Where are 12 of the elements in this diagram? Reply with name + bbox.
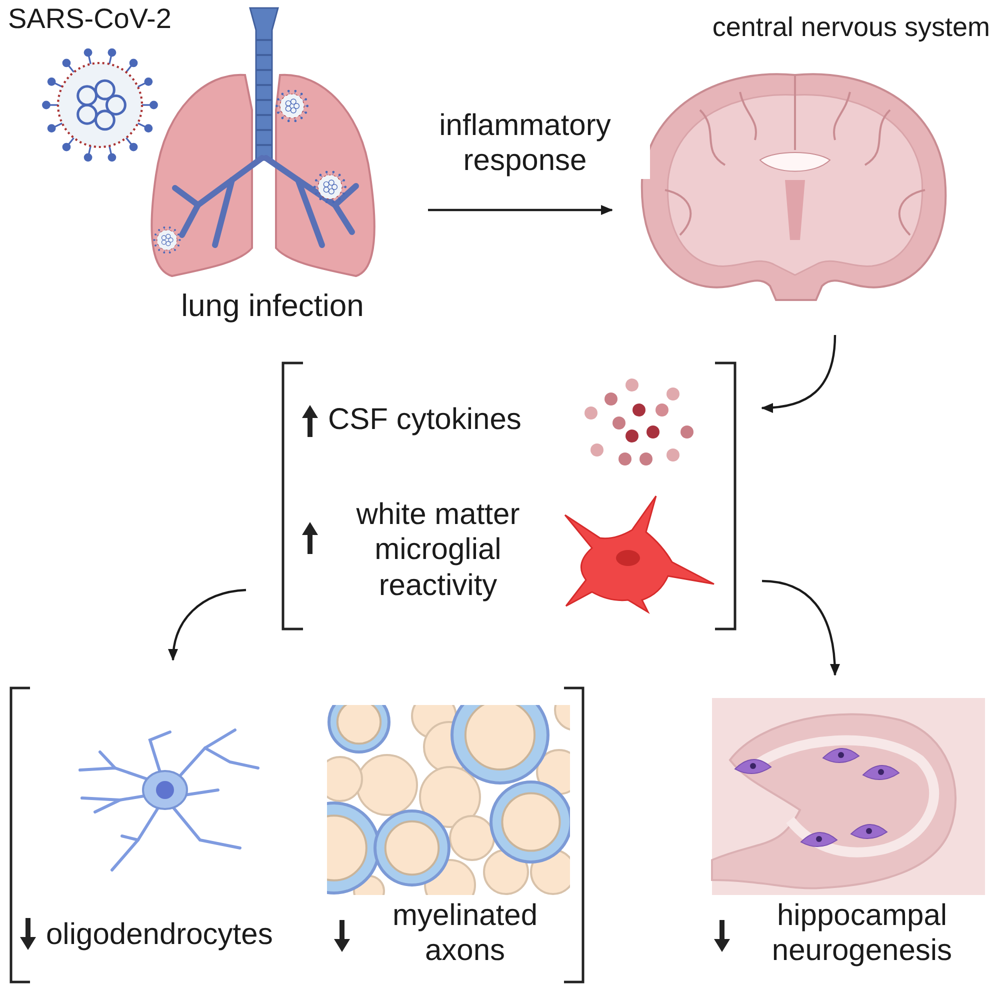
caption-text: hippocampal neurogenesis: [770, 898, 954, 969]
curved-arrow: [168, 588, 246, 661]
caption-text: oligodendrocytes: [46, 917, 274, 952]
caption-text: white matter microglial reactivity: [355, 497, 521, 604]
curved-arrow: [428, 205, 613, 215]
curved-arrow: [762, 580, 840, 676]
caption-text: SARS-CoV-2: [8, 2, 172, 36]
curved-arrow: [761, 334, 836, 413]
caption-text: CSF cytokines: [328, 402, 522, 438]
caption-text: myelinated axons: [391, 898, 539, 969]
caption-text: lung infection: [180, 288, 365, 325]
caption-text: central nervous system: [711, 12, 990, 44]
